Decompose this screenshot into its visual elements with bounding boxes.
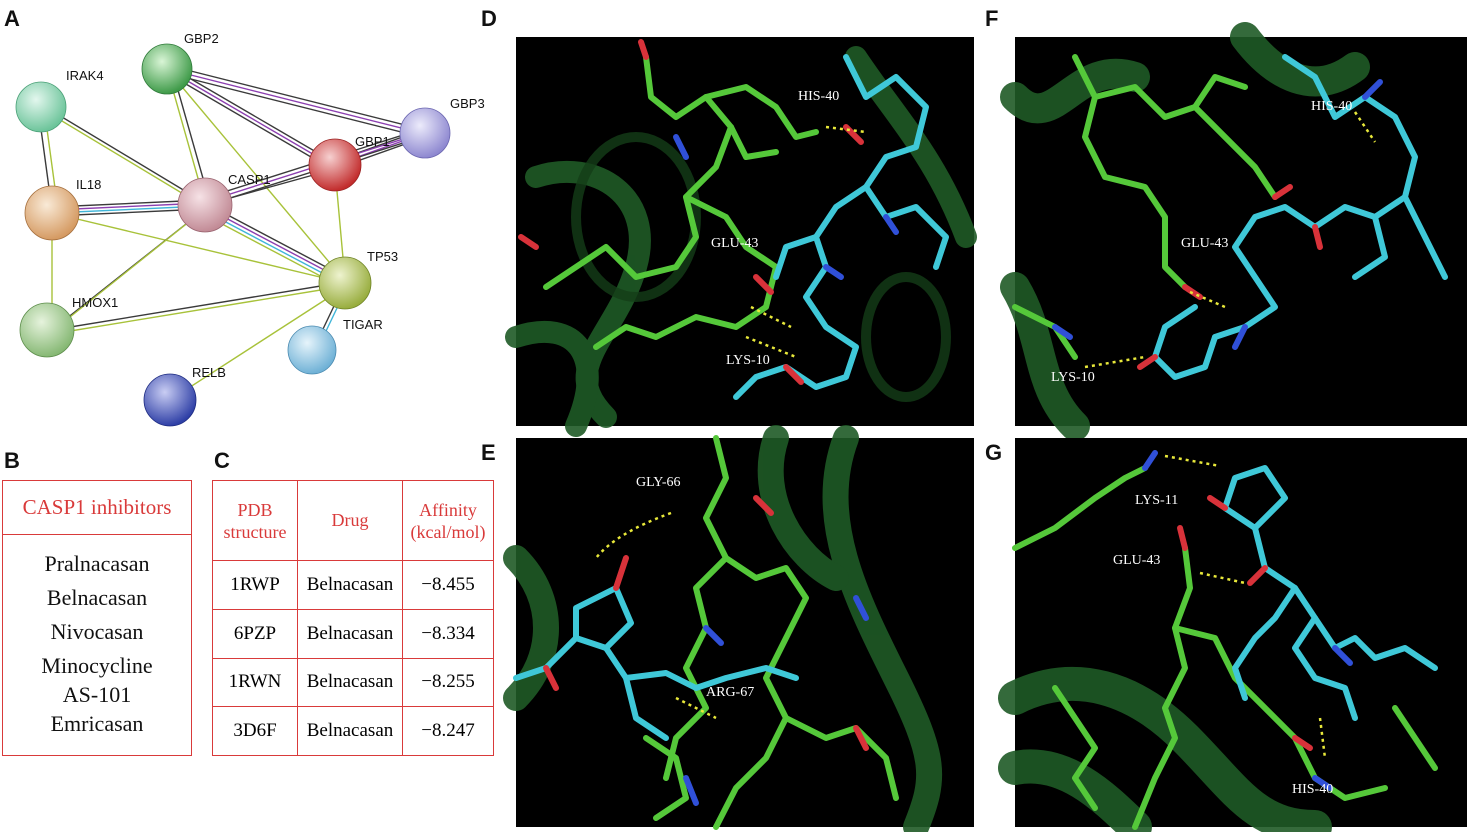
node-gbp2: [141, 43, 193, 95]
node-label: RELB: [192, 365, 226, 380]
panel-letter-d: D: [481, 6, 497, 31]
residue-label: LYS-10: [1051, 370, 1095, 385]
cell-pdb: 6PZP: [212, 608, 298, 659]
docking-render-g: LYS-11 GLU-43 HIS-40: [998, 450, 1438, 832]
table-row: 3D6F Belnacasan −8.247: [212, 706, 494, 756]
inhibitor-title: CASP1 inhibitors: [3, 481, 191, 535]
col-header-affinity: Affinity(kcal/mol): [402, 480, 494, 561]
node-label: TP53: [367, 249, 398, 264]
node-relb: [143, 373, 197, 427]
list-item: Nivocasan: [50, 619, 144, 644]
inhibitor-box: CASP1 inhibitors Pralnacasan Belnacasan …: [2, 480, 192, 756]
panel-letter-c: C: [214, 448, 230, 473]
panel-letter-f: F: [985, 6, 999, 31]
docking-image-d: HIS-40 GLU-43 LYS-10: [505, 37, 977, 437]
node-label: IL18: [76, 177, 101, 192]
node-irak4: [15, 81, 67, 133]
cell-affinity: −8.334: [402, 608, 494, 659]
cell-affinity: −8.247: [402, 706, 494, 756]
node-label: IRAK4: [66, 68, 104, 83]
node-label: TIGAR: [343, 317, 383, 332]
list-item: Emricasan: [50, 711, 144, 736]
node-tigar: [287, 325, 337, 375]
cell-pdb: 1RWN: [212, 657, 298, 708]
residue-label: HIS-40: [1292, 782, 1333, 797]
list-item: Pralnacasan: [44, 551, 150, 576]
docking-render-d: HIS-40 GLU-43 LYS-10: [505, 39, 977, 437]
residue-label: GLU-43: [1181, 236, 1228, 251]
cell-affinity: −8.455: [402, 560, 494, 610]
table-row: 1RWN Belnacasan −8.255: [212, 657, 494, 708]
list-item: Minocycline: [41, 653, 153, 678]
ppi-network: GBP2 IRAK4 GBP3 GBP1 CASP1 IL18 TP53 HMO…: [15, 31, 485, 427]
residue-label: ARG-67: [706, 685, 754, 700]
inhibitor-list: Pralnacasan Belnacasan Nivocasan Minocyc…: [3, 535, 191, 741]
network-labels: GBP2 IRAK4 GBP3 GBP1 CASP1 IL18 TP53 HMO…: [66, 31, 485, 380]
residue-label: LYS-10: [726, 353, 770, 368]
table-row: 6PZP Belnacasan −8.334: [212, 608, 494, 659]
network-edges: [37, 64, 426, 401]
node-label: GBP3: [450, 96, 485, 111]
residue-label: HIS-40: [798, 89, 839, 104]
cell-drug: Belnacasan: [297, 706, 403, 756]
residue-label: GLU-43: [1113, 553, 1160, 568]
node-label: CASP1: [228, 172, 271, 187]
cell-affinity: −8.255: [402, 657, 494, 708]
node-label: GBP2: [184, 31, 219, 46]
panel-letter-e: E: [481, 440, 496, 465]
panel-letter-a: A: [4, 6, 20, 31]
table-row: 1RWP Belnacasan −8.455: [212, 560, 494, 610]
cell-drug: Belnacasan: [297, 608, 403, 659]
col-header-drug: Drug: [297, 480, 403, 561]
docking-image-e: GLY-66 ARG-67: [503, 425, 974, 832]
docking-image-f: HIS-40 GLU-43 LYS-10: [1000, 22, 1467, 441]
node-label: GBP1: [355, 134, 390, 149]
residue-label: HIS-40: [1311, 99, 1352, 114]
list-item: Belnacasan: [46, 585, 148, 610]
cell-drug: Belnacasan: [297, 657, 403, 708]
list-item: AS-101: [62, 682, 132, 707]
node-il18: [24, 185, 80, 241]
panel-letter-b: B: [4, 448, 20, 473]
docking-render-e: GLY-66 ARG-67: [503, 425, 943, 832]
residue-label: LYS-11: [1135, 493, 1178, 508]
node-gbp1: [308, 138, 362, 192]
node-label: HMOX1: [72, 295, 118, 310]
network-nodes: [15, 43, 451, 427]
cell-pdb: 1RWP: [212, 560, 298, 610]
node-gbp3: [399, 107, 451, 159]
panel-letter-g: G: [985, 440, 1003, 465]
node-hmox1: [19, 302, 75, 358]
residue-label: GLU-43: [711, 236, 758, 251]
cell-pdb: 3D6F: [212, 706, 298, 756]
residue-label: GLY-66: [636, 475, 680, 490]
node-tp53: [318, 256, 372, 310]
cell-drug: Belnacasan: [297, 560, 403, 610]
docking-render-f: HIS-40 GLU-43 LYS-10: [1000, 22, 1448, 441]
docking-image-g: LYS-11 GLU-43 HIS-40: [998, 438, 1467, 832]
node-casp1: [177, 177, 233, 233]
